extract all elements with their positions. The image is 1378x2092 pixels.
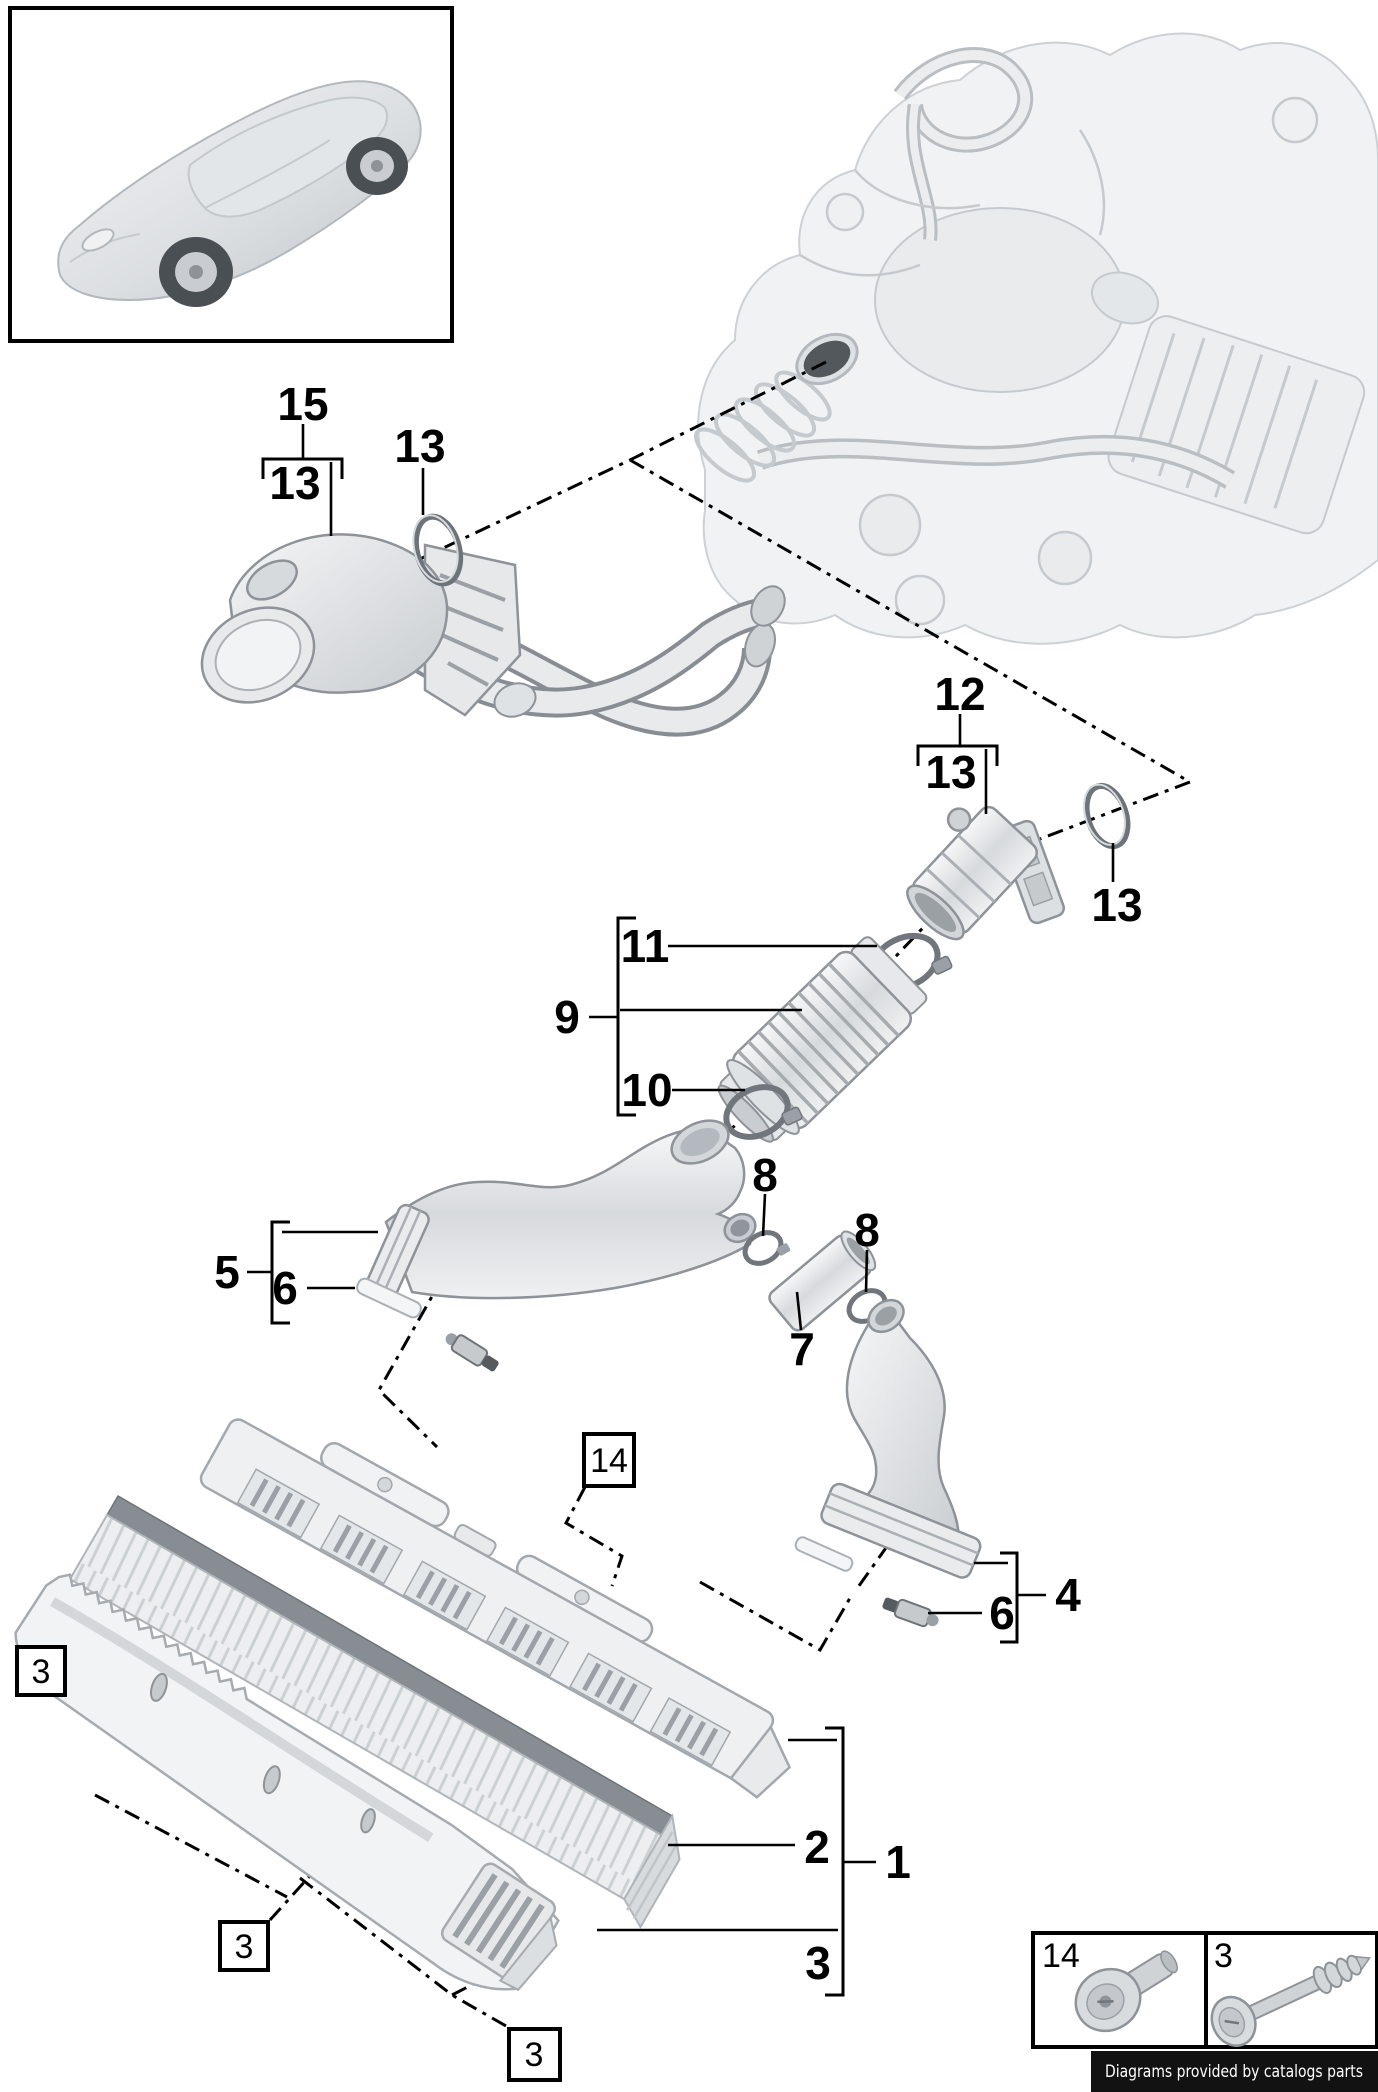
bracket-4 xyxy=(1000,1551,1019,1644)
bellows-hose-9 xyxy=(717,936,928,1143)
pan-head-screw-icon xyxy=(1074,1950,1178,2033)
air-cleaner-lower-housing xyxy=(14,1573,560,1992)
seal-strip-6-left xyxy=(356,1277,422,1319)
legend-cell-14[interactable]: 14 xyxy=(1042,1933,1190,2043)
o-ring-13-right xyxy=(1083,782,1131,850)
air-duct-right-4 xyxy=(820,1298,982,1579)
sensor-6-left xyxy=(445,1333,499,1372)
assembly-line-vertex-to-part12 xyxy=(1031,780,1191,844)
callout-1[interactable]: 1 xyxy=(885,1836,911,1888)
part-15-stub-port xyxy=(246,559,298,601)
footer-credit-bar: Diagrams provided by catalogs parts xyxy=(1091,2051,1378,2092)
boxed-callouts: 14 3 3 3 xyxy=(15,1432,636,2082)
callout-8-right[interactable]: 8 xyxy=(854,1204,880,1256)
assembly-line-filter-to-housing xyxy=(94,1793,288,1899)
callout-7[interactable]: 7 xyxy=(789,1323,815,1375)
sensor-6-right xyxy=(882,1597,939,1628)
car-thumbnail-box xyxy=(8,6,454,343)
leader-lines xyxy=(247,424,1115,1997)
assembly-line-engine-to-vertex xyxy=(629,458,1191,784)
legend-cell-3[interactable]: 3 xyxy=(1204,1935,1378,2053)
callout-6-left[interactable]: 6 xyxy=(272,1262,298,1314)
bracket-15 xyxy=(261,457,344,479)
assembly-line-housing-to-duct4 xyxy=(699,1580,852,1653)
part-15-air-guide xyxy=(200,533,786,737)
assembly-line-screw14 xyxy=(564,1486,624,1587)
leader-7 xyxy=(795,1291,803,1331)
legend-3-label[interactable]: 3 xyxy=(1214,1937,1233,1975)
callout-labels: 15 13 13 12 13 13 11 9 10 8 8 7 5 6 4 6 … xyxy=(214,378,1142,1989)
callout-11[interactable]: 11 xyxy=(621,920,670,972)
callout-box-3-left-label[interactable]: 3 xyxy=(32,1653,51,1691)
footer-credit-text: Diagrams provided by catalogs parts xyxy=(1105,2062,1363,2082)
callout-box-3-left[interactable] xyxy=(15,1645,67,1697)
callout-15[interactable]: 15 xyxy=(277,378,328,430)
callout-5[interactable]: 5 xyxy=(214,1246,240,1298)
part-15-bracket xyxy=(423,543,522,717)
footer-bar-bg xyxy=(1091,2051,1378,2092)
callout-10[interactable]: 10 xyxy=(621,1064,672,1116)
legend-box: 14 3 xyxy=(1031,1931,1378,2053)
callout-12[interactable]: 12 xyxy=(934,668,985,720)
callout-13-oring-right[interactable]: 13 xyxy=(1091,879,1142,931)
leader-8-right xyxy=(864,1249,869,1293)
clamp-10 xyxy=(723,1084,803,1140)
callout-box-14[interactable] xyxy=(582,1432,636,1488)
engine-illustration xyxy=(693,32,1378,645)
clamp-8-left xyxy=(742,1230,791,1266)
part-12-connecting-piece xyxy=(906,805,1066,941)
callout-box-3-mid-label[interactable]: 3 xyxy=(235,1928,254,1966)
car-headlight xyxy=(81,228,115,252)
thread-forming-screw-icon xyxy=(1210,1954,1371,2047)
bracket-12 xyxy=(916,744,999,766)
callout-13-under-15[interactable]: 13 xyxy=(269,457,320,509)
callout-3[interactable]: 3 xyxy=(805,1937,831,1989)
callout-box-3-bottom-label[interactable]: 3 xyxy=(525,2036,544,2074)
o-ring-13-left xyxy=(412,513,464,587)
callout-6-right[interactable]: 6 xyxy=(989,1587,1015,1639)
callout-box-3-bottom[interactable] xyxy=(507,2027,562,2082)
callout-box-14-label[interactable]: 14 xyxy=(590,1442,628,1480)
filter-element-2 xyxy=(68,1494,681,1929)
assembly-line-sensor-left xyxy=(377,1276,445,1449)
callout-8-left[interactable]: 8 xyxy=(752,1149,778,1201)
callout-2[interactable]: 2 xyxy=(804,1821,830,1873)
air-duct-left-5 xyxy=(364,1119,757,1303)
leader-8-left xyxy=(761,1193,767,1237)
callout-13-under-12[interactable]: 13 xyxy=(925,746,976,798)
callout-box-3-mid[interactable] xyxy=(218,1920,270,1972)
car-illustration xyxy=(57,80,422,307)
callout-9[interactable]: 9 xyxy=(554,991,580,1043)
engine-intake-hose xyxy=(693,370,832,483)
assembly-line-duct4-foot xyxy=(854,1544,890,1591)
callout-4[interactable]: 4 xyxy=(1055,1569,1081,1621)
callout-13-oring-left[interactable]: 13 xyxy=(394,420,445,472)
air-cleaner-upper-housing xyxy=(199,1418,792,1799)
legend-14-label[interactable]: 14 xyxy=(1042,1937,1080,1975)
seal-strip-6-right xyxy=(794,1536,854,1572)
